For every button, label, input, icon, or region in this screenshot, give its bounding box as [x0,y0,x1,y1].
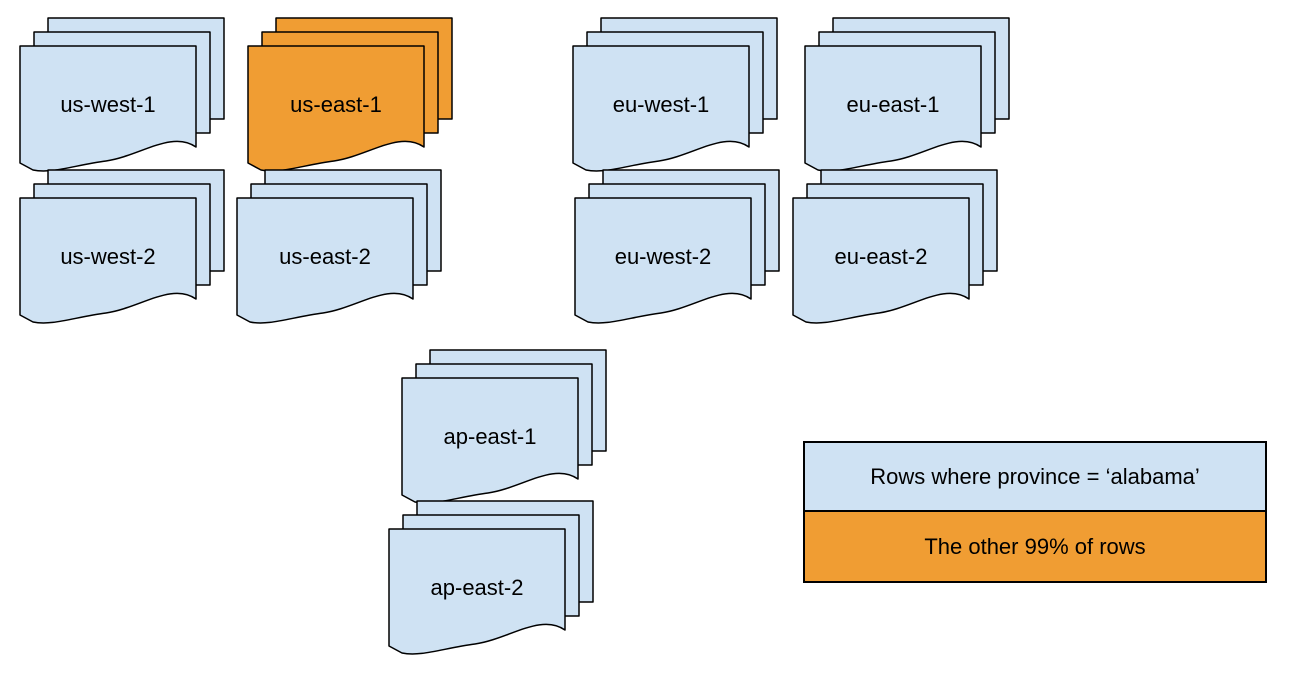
front-sheet-icon [574,197,752,324]
documents-stack-icon [572,17,778,172]
region-stack-us-east-2: us-east-2 [236,169,443,327]
legend-row-other-rows: The other 99% of rows [805,512,1265,581]
region-stack-ap-east-2: ap-east-2 [388,500,595,658]
front-sheet-icon [388,528,566,655]
front-sheet-icon [804,45,982,172]
region-stack-us-west-1: us-west-1 [19,17,226,175]
region-stack-eu-east-1: eu-east-1 [804,17,1011,175]
legend: Rows where province = ‘alabama’ The othe… [803,441,1267,583]
front-sheet-icon [401,377,579,504]
documents-stack-icon [247,17,453,172]
region-stack-us-east-1: us-east-1 [247,17,454,175]
legend-label-alabama: Rows where province = ‘alabama’ [870,463,1200,489]
documents-stack-icon [401,349,607,504]
front-sheet-icon [572,45,750,172]
region-stack-eu-west-2: eu-west-2 [574,169,781,327]
documents-stack-icon [19,169,225,324]
documents-stack-icon [574,169,780,324]
documents-stack-icon [19,17,225,172]
legend-label-other-rows: The other 99% of rows [924,533,1146,559]
documents-stack-icon [792,169,998,324]
legend-row-alabama: Rows where province = ‘alabama’ [805,443,1265,512]
front-sheet-icon [19,45,197,172]
front-sheet-icon [19,197,197,324]
front-sheet-icon [792,197,970,324]
front-sheet-icon [236,197,414,324]
region-stack-eu-west-1: eu-west-1 [572,17,779,175]
documents-stack-icon [236,169,442,324]
documents-stack-icon [388,500,594,655]
region-stack-us-west-2: us-west-2 [19,169,226,327]
front-sheet-icon [247,45,425,172]
region-stack-ap-east-1: ap-east-1 [401,349,608,507]
documents-stack-icon [804,17,1010,172]
region-stack-eu-east-2: eu-east-2 [792,169,999,327]
